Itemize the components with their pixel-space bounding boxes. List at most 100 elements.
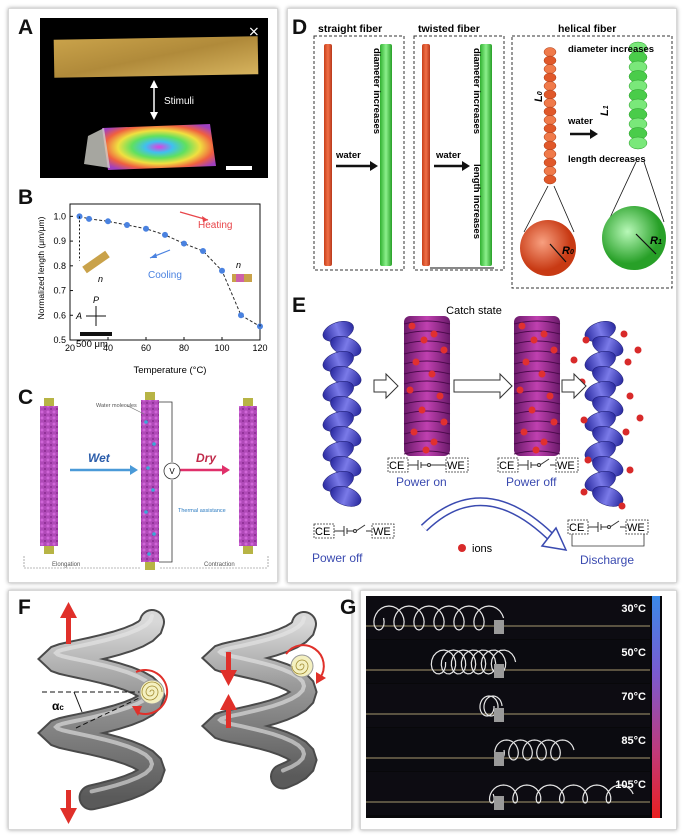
coil-power-off-right (513, 316, 561, 456)
discharge-label: Discharge (580, 553, 634, 567)
svg-text:CE: CE (499, 460, 514, 472)
water-arrow-1 (370, 161, 378, 171)
photo-frame (366, 640, 650, 683)
spring-fiber (373, 605, 505, 631)
voltmeter-label: V (169, 467, 175, 476)
spring-fiber (494, 739, 575, 761)
circuit-power-off-right: CE WE (497, 457, 579, 473)
x-tick-label: 60 (141, 343, 151, 353)
circuit-power-off-left: CE WE (313, 523, 395, 539)
fiber-dry (239, 406, 257, 546)
helical-fiber-dry (543, 47, 557, 185)
fiber-before (53, 36, 259, 78)
x-tick-label: 100 (214, 343, 229, 353)
coil-discharge (570, 321, 644, 510)
cross-section-dry (520, 220, 576, 276)
panel-a-image: Stimuli ⨯ (40, 18, 268, 178)
coil-power-on (403, 316, 451, 456)
data-point (238, 312, 244, 319)
svg-text:P: P (93, 295, 99, 305)
spring-fiber (430, 649, 517, 675)
diameter-label-3: diameter increases (568, 44, 654, 55)
alpha-label: αc (52, 699, 64, 713)
x-tick-label: 40 (103, 343, 113, 353)
director-label-2: n (236, 260, 241, 270)
water-label-2: water (435, 150, 461, 161)
y-tick-label: 0.8 (53, 261, 66, 271)
water-molecules-label: Water molecules (96, 403, 137, 409)
r1-label: R1 (650, 235, 662, 247)
y-tick-label: 1.0 (53, 211, 66, 221)
helical-fiber-wet (628, 41, 648, 150)
svg-text:WE: WE (627, 522, 645, 534)
straight-fiber-wet (380, 44, 392, 266)
x-tick-label: 80 (179, 343, 189, 353)
data-point (143, 225, 149, 232)
helical-fiber-title: helical fiber (558, 23, 616, 35)
svg-text:WE: WE (373, 526, 391, 538)
temperature-colorbar (652, 596, 660, 818)
elongation-label: Elongation (52, 562, 80, 568)
polarizer-icon: ⨯ (248, 23, 260, 39)
panel-label-b: B (18, 186, 34, 209)
data-point (76, 213, 83, 220)
thermal-assistance-label: Thermal assistance (178, 508, 226, 514)
y-tick-label: 0.7 (53, 286, 66, 296)
scale-label-b: 500 μm (76, 339, 108, 350)
panel-label-c: C (18, 386, 34, 409)
panel-label-d: D (292, 16, 308, 39)
ions-label: ions (472, 543, 493, 555)
straight-fiber-dry (324, 44, 332, 266)
data-point (219, 267, 225, 274)
photo-frame (366, 684, 650, 727)
clamp (494, 620, 504, 634)
ion-legend-icon (458, 544, 466, 552)
heating-label: Heating (198, 220, 232, 231)
twisted-fiber-dry (422, 44, 430, 266)
water-label-3: water (567, 116, 593, 127)
clamp (494, 752, 504, 766)
l1-label: L1 (599, 105, 611, 116)
l0-label: L0 (533, 91, 545, 102)
y-tick-label: 0.9 (53, 236, 66, 246)
process-arrows (373, 372, 587, 400)
fiber-end-spiral-left (132, 669, 169, 716)
fiber-cold-icon (82, 250, 110, 274)
water-arrow-2 (462, 161, 470, 171)
diameter-label-2: diameter increases (471, 48, 482, 134)
temperature-label: 70°C (621, 691, 646, 703)
data-point (200, 247, 206, 254)
svg-text:CE: CE (569, 522, 584, 534)
dry-label: Dry (196, 451, 217, 465)
y-tick-label: 0.6 (53, 310, 66, 320)
spring-right (200, 611, 318, 790)
photo-frame (366, 596, 650, 639)
r0-label: R0 (562, 245, 574, 257)
temperature-label: 85°C (621, 735, 646, 747)
catch-state-label: Catch state (446, 305, 502, 317)
svg-text:WE: WE (557, 460, 575, 472)
x-axis-label: Temperature (°C) (134, 365, 207, 376)
voltmeter-icon (163, 462, 181, 480)
data-point (162, 231, 168, 238)
photo-frame (366, 728, 650, 771)
polarizer-axes-icon: P A (75, 295, 106, 326)
photo-frame (366, 772, 650, 815)
svg-text:A: A (75, 311, 82, 321)
scale-bar (226, 166, 252, 170)
twisted-fiber-title: twisted fiber (418, 23, 480, 35)
data-point (86, 215, 92, 222)
panel-label-e: E (292, 294, 307, 317)
y-tick-label: 0.5 (53, 335, 66, 345)
data-point (105, 218, 111, 225)
coil-power-off-left (322, 321, 362, 507)
svg-text:CE: CE (315, 526, 330, 538)
temperature-label: 105°C (615, 779, 646, 791)
panel-label-g: G (340, 596, 357, 619)
power-on-label: Power on (396, 475, 447, 489)
data-point (124, 222, 130, 229)
svg-text:CE: CE (389, 460, 404, 472)
clamp (494, 664, 504, 678)
y-axis-label: Normalized length (μm/μm) (36, 216, 46, 319)
power-off-label-right: Power off (506, 475, 557, 489)
